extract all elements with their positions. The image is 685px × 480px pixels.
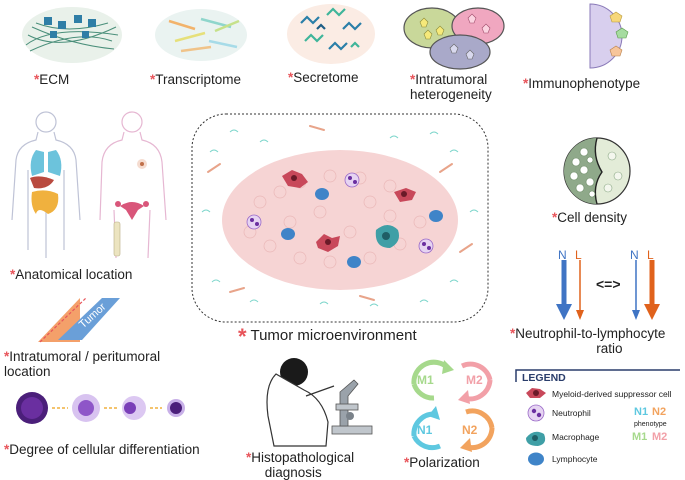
intra-peri-text-2: location (4, 364, 51, 379)
immunophenotype-label: *Immunophenotype (523, 76, 640, 91)
anatomical-location-label: *Anatomical location (10, 267, 132, 282)
nlr-n-left: N (558, 248, 567, 262)
legend-n2: N2 (652, 406, 667, 418)
differentiation-icon (16, 392, 185, 424)
nlr-l-left: L (575, 248, 582, 262)
polarization-cycle-icon (411, 359, 495, 452)
polarization-m1: M1 (417, 373, 434, 387)
star-marker: * (150, 72, 156, 87)
differentiation-text: Degree of cellular differentiation (9, 442, 200, 457)
legend-n1: N1 (634, 406, 649, 418)
heterogeneity-text-2: heterogeneity (410, 87, 492, 102)
tumor-microenvironment-label: * Tumor microenvironment (238, 326, 417, 348)
star-marker: * (410, 72, 416, 87)
star-marker: * (238, 324, 247, 349)
legend-item-macrophage: Macrophage (552, 432, 600, 442)
differentiation-label: *Degree of cellular differentiation (4, 442, 200, 457)
immunophenotype-icon (589, 3, 629, 69)
neutrophil-legend-icon (527, 404, 545, 422)
cell-density-text: Cell density (557, 210, 628, 225)
legend-m1: M1 (632, 431, 648, 443)
legend-item-neutrophil: Neutrophil (552, 408, 591, 418)
legend-m2: M2 (652, 431, 668, 443)
nlr-n-right: N (630, 248, 639, 262)
secretome-icon (287, 4, 375, 64)
macrophage-legend-icon (526, 431, 546, 446)
legend-item-mdsc: Myeloid-derived suppressor cell (552, 389, 672, 399)
mdsc-legend-icon (526, 388, 546, 398)
heterogeneity-icon (403, 7, 505, 70)
polarization-n1: N1 (417, 423, 433, 437)
anatomical-location-text: Anatomical location (15, 267, 133, 282)
polarization-m2: M2 (466, 373, 483, 387)
histopathological-text-1: Histopathological (251, 450, 355, 465)
star-marker: * (510, 326, 516, 341)
tumor-microenvironment-diagram (191, 113, 489, 323)
ecm-text: ECM (39, 72, 70, 87)
star-marker: * (288, 70, 294, 85)
transcriptome-text: Transcriptome (155, 72, 242, 87)
polarization-n2: N2 (462, 423, 478, 437)
nlr-l-right: L (647, 248, 654, 262)
histopathological-label: *Histopathological diagnosis (246, 450, 354, 480)
nlr-compare: <=> (596, 276, 621, 292)
tumor-microenvironment-text: Tumor microenvironment (250, 327, 417, 344)
star-marker: * (34, 72, 40, 87)
nlr-text-1: Neutrophil-to-lymphocyte (515, 326, 666, 341)
star-marker: * (10, 267, 16, 282)
cell-density-label: *Cell density (552, 210, 627, 225)
nlr-text-2: ratio (596, 341, 623, 356)
legend-title: LEGEND (522, 372, 566, 384)
microscope-scientist-icon (266, 358, 373, 447)
star-marker: * (4, 442, 10, 457)
secretome-text: Secretome (293, 70, 359, 85)
stroma-tumor-icon (38, 297, 120, 343)
heterogeneity-text-1: Intratumoral (415, 72, 488, 87)
nlr-arrows-icon (556, 260, 660, 320)
nlr-label: *Neutrophil-to-lymphocyte ratio (510, 326, 665, 356)
histopathological-text-2: diagnosis (264, 465, 322, 480)
secretome-label: *Secretome (288, 70, 359, 85)
transcriptome-icon (155, 9, 247, 61)
polarization-label: *Polarization (404, 455, 480, 470)
legend-frame (515, 369, 680, 382)
ecm-label: *ECM (34, 72, 69, 87)
cell-density-icon (563, 137, 631, 205)
star-marker: * (552, 210, 558, 225)
star-marker: * (404, 455, 410, 470)
transcriptome-label: *Transcriptome (150, 72, 241, 87)
immunophenotype-text: Immunophenotype (528, 76, 641, 91)
lymphocyte-legend-icon (528, 452, 544, 466)
star-marker: * (4, 349, 10, 364)
legend-phenotype: phenotype (634, 421, 667, 428)
legend-item-lymphocyte: Lymphocyte (552, 454, 598, 464)
star-marker: * (246, 450, 252, 465)
anatomy-figures-icon (11, 111, 167, 259)
intra-peri-text-1: Intratumoral / peritumoral (9, 349, 161, 364)
star-marker: * (523, 76, 529, 91)
polarization-text: Polarization (409, 455, 480, 470)
ecm-icon (22, 7, 122, 63)
